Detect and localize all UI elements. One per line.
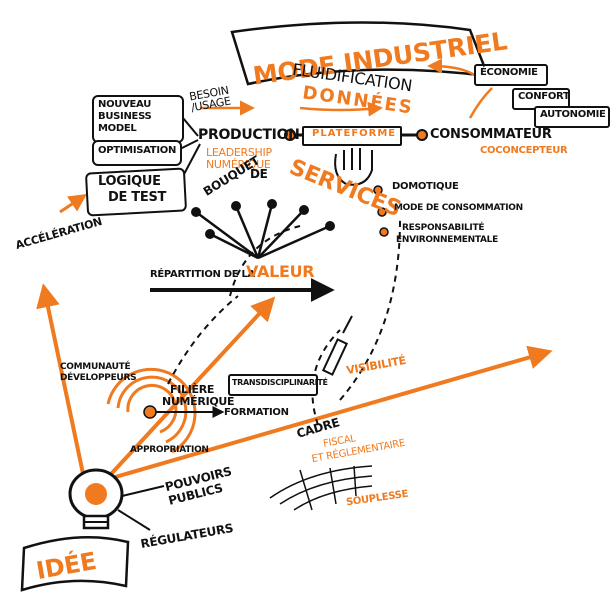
plateforme-box	[302, 126, 402, 146]
production-label: PRODUCTION	[198, 127, 300, 143]
filiere-target	[106, 367, 197, 454]
business-model-box	[92, 95, 184, 143]
mode-consommation-label: MODE DE CONSOMMATION	[394, 203, 523, 213]
autonomie-label: AUTONOMIE	[540, 109, 606, 120]
transdisciplinarite-label: TRANSDISCIPLINARITÉ	[232, 378, 328, 387]
services-dots	[191, 199, 335, 239]
autonomie-box	[534, 106, 610, 128]
filiere-center	[143, 405, 157, 419]
confort-label: CONFORT	[518, 91, 570, 102]
regulateurs-link	[117, 509, 151, 531]
idee-banner	[20, 535, 130, 592]
acceleration-up-arrow	[59, 194, 87, 214]
optimisation-label: OPTIMISATION	[98, 145, 177, 156]
pouvoirs-link	[121, 485, 165, 497]
economie-label: ÉCONOMIE	[480, 67, 538, 78]
economie-box	[474, 64, 548, 86]
service-bullets	[373, 185, 389, 237]
coconcepteur-label: COCONCEPTEUR	[480, 145, 568, 156]
formation-label: FORMATION	[224, 407, 289, 418]
acceleration-arrow	[36, 283, 88, 489]
plateforme-label: PLATEFORME	[312, 128, 397, 139]
consommateur-label: CONSOMMATEUR	[430, 127, 552, 142]
lightbulb-icon	[68, 468, 124, 530]
dashed-links	[167, 219, 401, 426]
repartition-label: RÉPARTITION DE LA	[150, 269, 255, 280]
idee-to-valeur-arrow	[98, 296, 276, 488]
hand-icon	[334, 148, 373, 186]
de-label: DE	[250, 167, 268, 181]
services-burst	[195, 203, 331, 260]
domotique-label: DOMOTIQUE	[392, 181, 459, 192]
syringe-icon	[321, 315, 353, 376]
valeur-label: VALEUR	[246, 262, 315, 281]
idee-to-visibilite-arrow	[104, 345, 553, 482]
transdisciplinarite-box	[228, 374, 318, 396]
donnees-to-besoin	[299, 101, 383, 117]
optimisation-box	[92, 140, 182, 166]
net-icon	[269, 465, 373, 511]
appropriation-label: APPROPRIATION	[130, 445, 209, 455]
